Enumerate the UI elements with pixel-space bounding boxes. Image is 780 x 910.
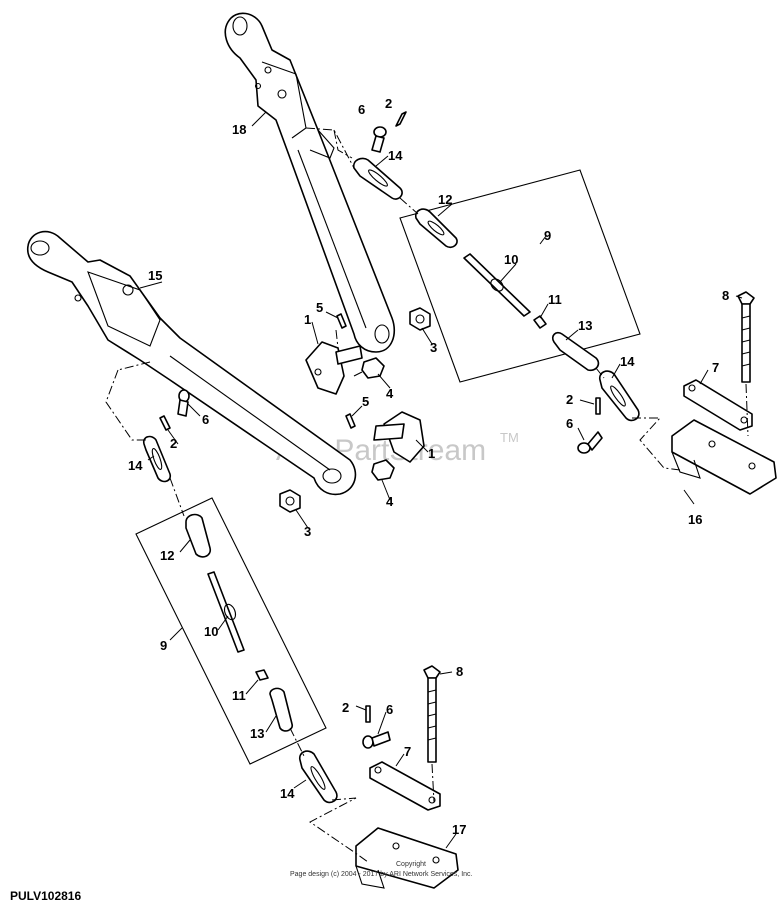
callout-2-right: 2	[566, 392, 573, 407]
callout-14-top: 14	[388, 148, 403, 163]
cotter-pin-2-bottom[interactable]	[365, 705, 371, 723]
callout-5-upper: 5	[316, 300, 323, 315]
lock-nut-3-lower[interactable]	[279, 489, 301, 513]
clevis-pin-6-bottom[interactable]	[362, 731, 391, 749]
copyright-line-2: Page design (c) 2004 - 2017 by ARI Netwo…	[290, 871, 473, 878]
callout-6-top: 6	[358, 102, 365, 117]
pivot-bracket-1-upper[interactable]	[305, 341, 363, 395]
callout-2-top: 2	[385, 96, 392, 111]
callout-10-right: 10	[504, 252, 518, 267]
pivot-bracket-1-lower[interactable]	[373, 411, 425, 463]
callout-2-left: 2	[170, 436, 177, 451]
callout-1-lower: 1	[428, 446, 435, 461]
lock-nut-3-upper[interactable]	[409, 307, 431, 331]
bolt-8-right[interactable]	[737, 291, 755, 383]
callout-12-left: 12	[160, 548, 174, 563]
cotter-pin-2-right[interactable]	[595, 397, 601, 415]
callout-7-bottom: 7	[404, 744, 411, 759]
clevis-14-left-lower[interactable]	[298, 750, 338, 804]
figure-code: PULV102816	[10, 889, 81, 903]
lower-lift-arm-15[interactable]	[26, 230, 357, 496]
callout-9-left: 9	[160, 638, 167, 653]
clevis-14-upper-right[interactable]	[352, 157, 403, 200]
spring-pin-5-lower[interactable]	[345, 413, 356, 429]
callout-7-right: 7	[712, 360, 719, 375]
callout-14-left-upper: 14	[128, 458, 143, 473]
leader-lines	[139, 111, 743, 849]
callout-14-left-lower: 14	[280, 786, 295, 801]
assembly-centerlines	[105, 127, 749, 863]
clevis-14-left-upper[interactable]	[142, 435, 172, 483]
bolt-8-bottom[interactable]	[423, 665, 441, 763]
callout-1-upper: 1	[304, 312, 311, 327]
callout-11-left: 11	[232, 688, 246, 703]
cotter-pin-2-left[interactable]	[159, 415, 171, 431]
callout-6-right: 6	[566, 416, 573, 431]
callout-12-right: 12	[438, 192, 452, 207]
callout-13-right: 13	[578, 318, 592, 333]
clevis-pin-6-top[interactable]	[371, 126, 387, 153]
callout-9-right: 9	[544, 228, 551, 243]
clevis-14-right[interactable]	[598, 370, 640, 422]
spring-pin-5-upper[interactable]	[336, 313, 347, 329]
callout-3-lower: 3	[304, 524, 311, 539]
callout-16: 16	[688, 512, 702, 527]
cotter-pin-2-top[interactable]	[395, 111, 407, 127]
turnbuckle-assembly-9-right[interactable]	[399, 169, 641, 383]
callout-15: 15	[148, 268, 162, 283]
clevis-pin-6-left[interactable]	[177, 389, 190, 417]
callout-3-upper: 3	[430, 340, 437, 355]
callout-18: 18	[232, 122, 246, 137]
callout-6-left: 6	[202, 412, 209, 427]
callout-4-upper: 4	[386, 386, 394, 401]
callout-8-bottom: 8	[456, 664, 463, 679]
callout-5-lower: 5	[362, 394, 369, 409]
copyright-line-1: Copyright	[396, 861, 426, 868]
clevis-pin-6-right[interactable]	[577, 431, 603, 454]
bolt-4-lower[interactable]	[371, 459, 395, 481]
callout-17: 17	[452, 822, 466, 837]
strap-plate-7-right[interactable]	[683, 379, 753, 431]
upper-lift-arm-18[interactable]	[224, 12, 396, 353]
turnbuckle-assembly-9-left[interactable]	[135, 497, 327, 765]
callout-13-left: 13	[250, 726, 264, 741]
callout-8-right: 8	[722, 288, 729, 303]
mount-bracket-17[interactable]	[355, 827, 459, 889]
mount-bracket-16[interactable]	[671, 419, 777, 495]
callout-11-right: 11	[548, 292, 562, 307]
callout-4-lower: 4	[386, 494, 394, 509]
callout-6-bottom: 6	[386, 702, 393, 717]
watermark-trademark: TM	[500, 430, 519, 445]
callout-labels: 18 15 6 2 14 12 9 10 11 13 14 7 8 16 2 6…	[128, 96, 729, 837]
callout-14-right: 14	[620, 354, 635, 369]
callout-10-left: 10	[204, 624, 218, 639]
strap-plate-7-bottom[interactable]	[369, 761, 441, 811]
callout-2-bottom: 2	[342, 700, 349, 715]
